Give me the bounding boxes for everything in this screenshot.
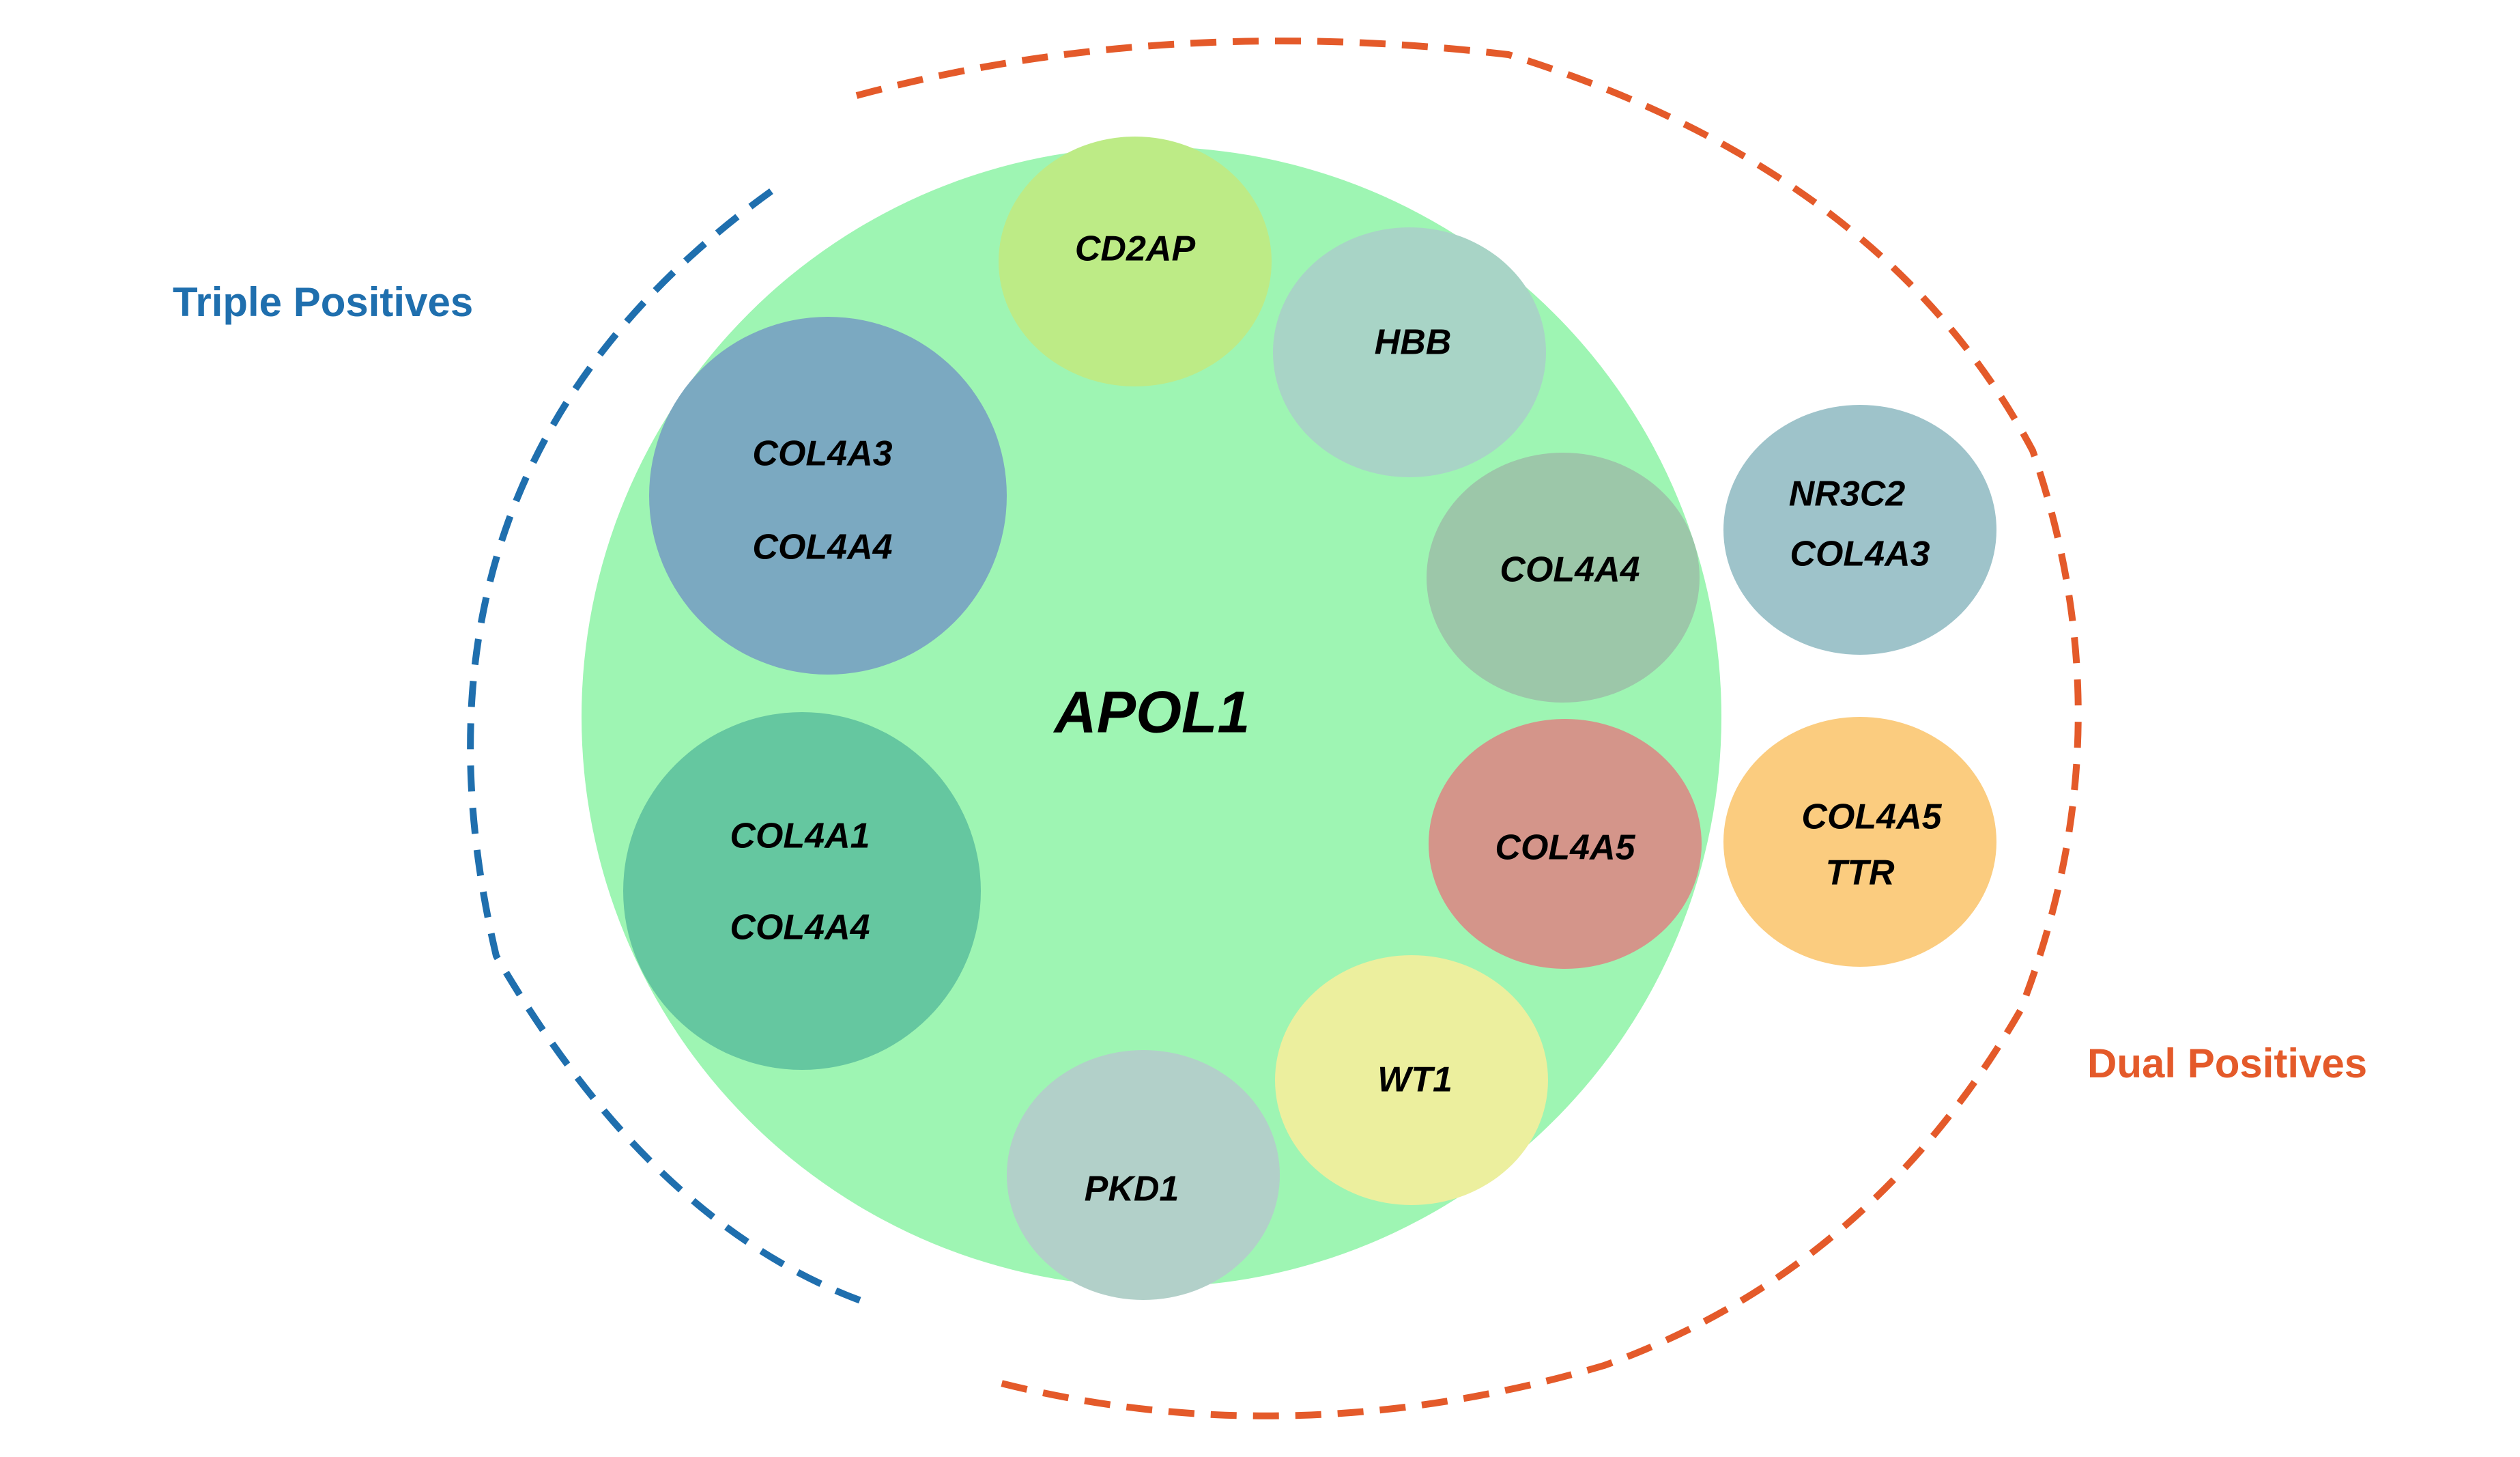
gene-node: COL4A1 COL4A4 — [623, 712, 981, 1070]
gene-node-circle — [1427, 453, 1700, 703]
dual-positives-dashed-arc — [855, 38, 2082, 1419]
gene-label: PKD1 — [1085, 1170, 1179, 1209]
gene-node-circle — [623, 712, 981, 1070]
gene-node-circle — [1429, 719, 1702, 969]
gene-label: COL4A5 — [1495, 828, 1635, 868]
gene-label: TTR — [1825, 853, 1895, 893]
gene-node-circle — [1273, 227, 1546, 477]
dual-positives-label: Dual Positives — [2087, 1041, 2367, 1086]
gene-node: COL4A3 COL4A4 — [649, 317, 1007, 675]
gene-node: CD2AP — [999, 137, 1272, 386]
gene-node-circle — [649, 317, 1007, 675]
apol1-label: APOL1 — [1053, 680, 1250, 746]
gene-label: COL4A4 — [752, 528, 892, 567]
gene-label: WT1 — [1377, 1060, 1452, 1100]
gene-label: COL4A3 — [752, 434, 892, 474]
gene-node: COL4A4 — [1427, 453, 1700, 703]
gene-node: NR3C2 COL4A3 — [1723, 405, 1996, 655]
gene-label: COL4A1 — [730, 817, 870, 856]
gene-node: WT1 — [1275, 955, 1548, 1205]
gene-node-circle — [1275, 955, 1548, 1205]
gene-label: COL4A5 — [1801, 797, 1942, 837]
gene-node-circle — [1723, 405, 1996, 655]
gene-node: COL4A5 — [1429, 719, 1702, 969]
gene-label: COL4A3 — [1790, 535, 1930, 574]
gene-node-circle — [999, 137, 1272, 386]
gene-node: COL4A5 TTR — [1723, 717, 1996, 967]
gene-node: HBB — [1273, 227, 1546, 477]
gene-node-circle — [1723, 717, 1996, 967]
gene-label: CD2AP — [1075, 229, 1196, 269]
gene-node-circle — [1007, 1050, 1280, 1300]
gene-node: PKD1 — [1007, 1050, 1280, 1300]
gene-label: COL4A4 — [730, 908, 870, 948]
triple-positives-label: Triple Positives — [173, 279, 473, 325]
gene-label: HBB — [1375, 323, 1452, 363]
gene-label: COL4A4 — [1500, 550, 1640, 590]
gene-label: NR3C2 — [1789, 475, 1906, 514]
triple-positives-dashed-arc — [467, 188, 872, 1307]
